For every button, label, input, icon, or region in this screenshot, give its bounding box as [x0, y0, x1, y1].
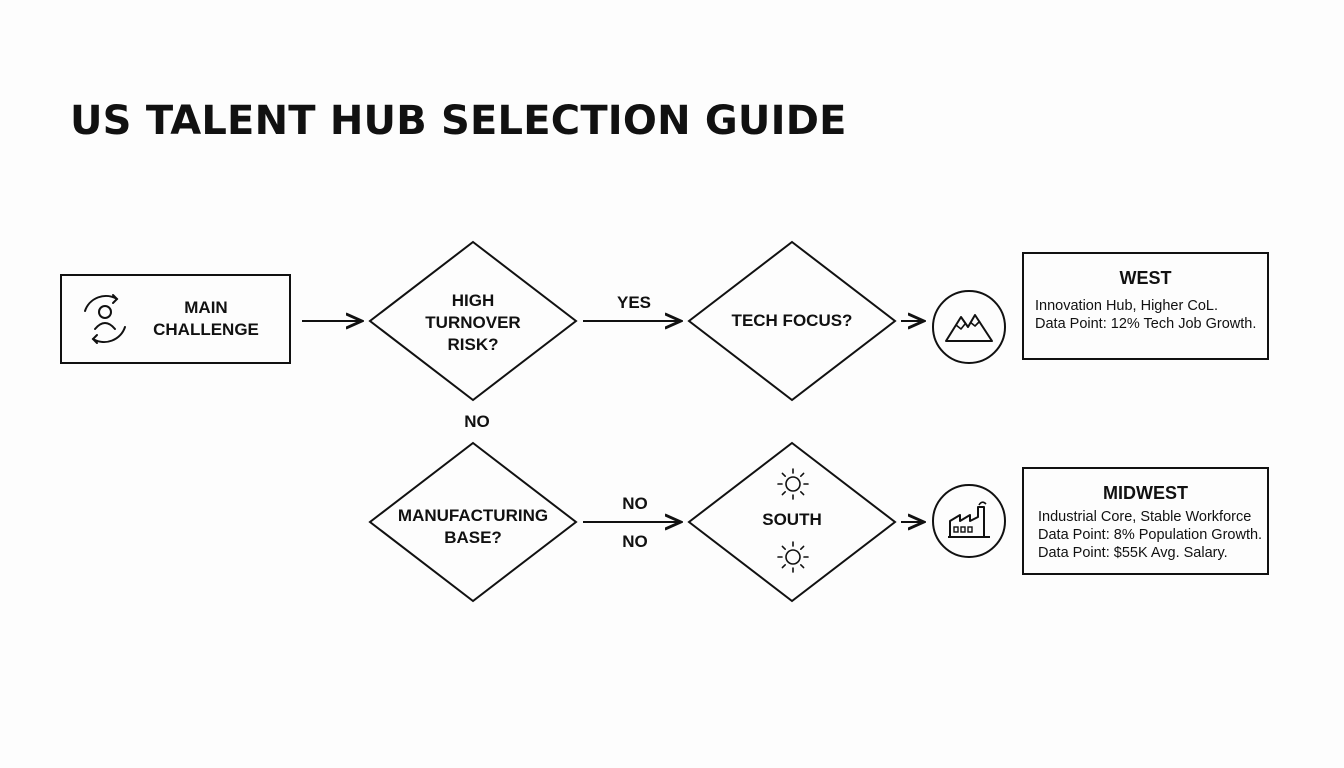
west-result-line: Data Point: 12% Tech Job Growth. [1035, 316, 1257, 332]
midwest-result-line: Data Point: $55K Avg. Salary. [1038, 545, 1228, 561]
west-result-line: Innovation Hub, Higher CoL. [1035, 298, 1218, 314]
tech-decision-diamond [687, 240, 897, 402]
turnover-decision-diamond [368, 240, 578, 402]
edge-label-no: NO [622, 494, 648, 513]
midwest-result-line: Data Point: 8% Population Growth. [1038, 527, 1263, 543]
manufacturing-decision-diamond [368, 441, 578, 603]
midwest-result-box: MIDWEST Industrial Core, Stable Workforc… [1022, 467, 1269, 575]
mountain-icon [945, 314, 993, 342]
start-node-box [60, 274, 291, 364]
midwest-result-title: MIDWEST [1103, 483, 1188, 503]
tech-decision-label: TECH FOCUS? [731, 311, 853, 330]
west-result-box: WEST Innovation Hub, Higher CoL. Data Po… [1022, 252, 1269, 360]
edge-label-no: NO [464, 412, 490, 431]
page-title: US TALENT HUB SELECTION GUIDE [70, 98, 847, 144]
edge-label-no: NO [622, 532, 648, 551]
west-result-title: WEST [1119, 268, 1172, 288]
midwest-icon-circle [932, 484, 1006, 558]
sun-icon [777, 468, 809, 500]
turnover-decision-label: HIGH TURNOVER RISK? [425, 291, 521, 354]
edge-label-yes: YES [616, 293, 652, 312]
user-cycle-icon [84, 294, 126, 344]
midwest-result-line: Industrial Core, Stable Workforce [1038, 509, 1252, 525]
south-decision-diamond [687, 441, 897, 603]
sun-icon [777, 541, 809, 573]
south-decision-label: SOUTH [762, 510, 822, 529]
start-node-label: MAIN CHALLENGE [153, 298, 259, 339]
manufacturing-decision-label: MANUFACTURING BASE? [397, 506, 549, 547]
west-icon-circle [932, 290, 1006, 364]
factory-icon [948, 501, 990, 538]
